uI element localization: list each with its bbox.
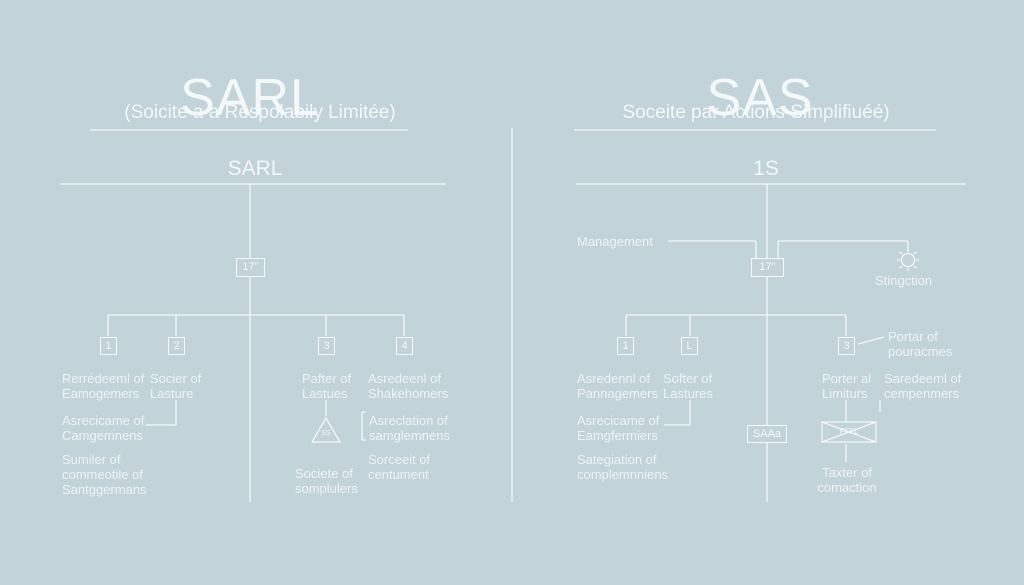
- gear-icon: [897, 249, 919, 271]
- sarl-title: SARL: [180, 69, 320, 127]
- sas-stingction-label: Stingction: [875, 273, 933, 288]
- sas-node-3: 3: [838, 337, 855, 355]
- sarl-node-1: 1: [100, 337, 117, 355]
- sarl-node-2: 2: [168, 337, 185, 355]
- sarl-node-4: 4: [396, 337, 413, 355]
- sas-saaa-node: SAAa: [747, 425, 787, 443]
- sarl-triangle-label: SS: [321, 430, 331, 437]
- sarl-node-3: 3: [318, 337, 335, 355]
- sarl-section-title: SARL: [227, 157, 283, 180]
- sas-crossed-box-label: FFFL: [839, 427, 859, 436]
- sarl-triangle-shape: [310, 416, 342, 443]
- sas-management-label: Management: [577, 234, 653, 249]
- sas-node-L: L: [681, 337, 698, 355]
- sarl-subtitle: (Soicite a a Respolabily Limitée): [124, 102, 396, 123]
- sas-root-node: 17": [751, 258, 784, 277]
- sas-node-1: 1: [617, 337, 634, 355]
- sas-crossed-box-shape: [821, 421, 877, 443]
- sas-title: SAS: [706, 69, 814, 127]
- sarl-root-node: 17": [236, 258, 265, 277]
- sas-section-title: 1S: [753, 157, 779, 180]
- sas-subtitle: Soceite par Actions Simplifiuéé): [622, 102, 890, 123]
